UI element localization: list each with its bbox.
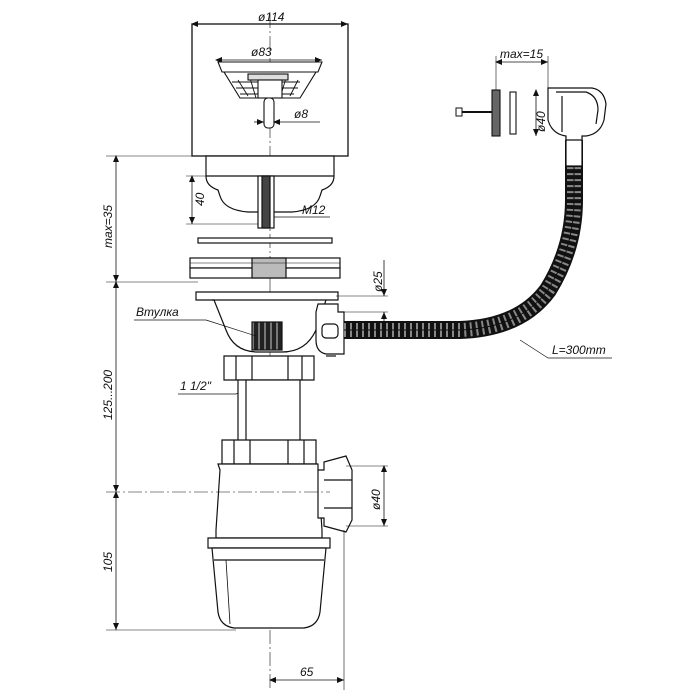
overflow-grid-plate <box>491 89 517 137</box>
dimension-h40 <box>186 175 258 225</box>
label-d114: ø114 <box>258 10 285 24</box>
dimension-range125 <box>106 281 330 493</box>
label-h105: 105 <box>101 552 115 572</box>
bottle-trap <box>207 463 331 629</box>
overflow-screw <box>455 107 492 117</box>
label-max15: max=15 <box>500 47 543 61</box>
lower-nut <box>221 439 317 465</box>
label-d83: ø83 <box>251 45 272 59</box>
vertical-pipe <box>237 379 301 445</box>
dimension-max35 <box>106 155 206 283</box>
dimension-h105 <box>106 491 236 631</box>
label-thread: 1 1/2" <box>180 379 212 393</box>
strainer-basket <box>215 57 323 129</box>
label-d25: ø25 <box>371 271 385 292</box>
label-max35: max=35 <box>101 205 115 248</box>
label-range125: 125...200 <box>101 370 115 420</box>
leader-l300 <box>519 339 612 359</box>
label-vtulka: Втулка <box>136 305 179 319</box>
overflow-elbow <box>547 87 607 141</box>
outlet-body <box>205 155 335 229</box>
leader-vtulka <box>134 319 257 337</box>
dimension-d40-side <box>346 465 388 527</box>
label-w65: 65 <box>300 665 314 679</box>
label-l300: L=300mm <box>552 343 606 357</box>
label-d40-top: ø40 <box>534 111 548 132</box>
label-h40: 40 <box>193 192 207 206</box>
dimension-max15 <box>495 56 549 90</box>
upper-nut <box>223 355 315 381</box>
side-outlet <box>317 455 353 533</box>
dimension-m12 <box>273 216 330 228</box>
label-m12: M12 <box>302 203 326 217</box>
gasket-plates <box>189 237 341 279</box>
label-d8: ø8 <box>294 107 308 121</box>
overflow-hose <box>344 140 583 339</box>
dimension-w65 <box>269 530 345 690</box>
drain-body <box>195 291 345 357</box>
label-d40-side: ø40 <box>369 489 383 510</box>
